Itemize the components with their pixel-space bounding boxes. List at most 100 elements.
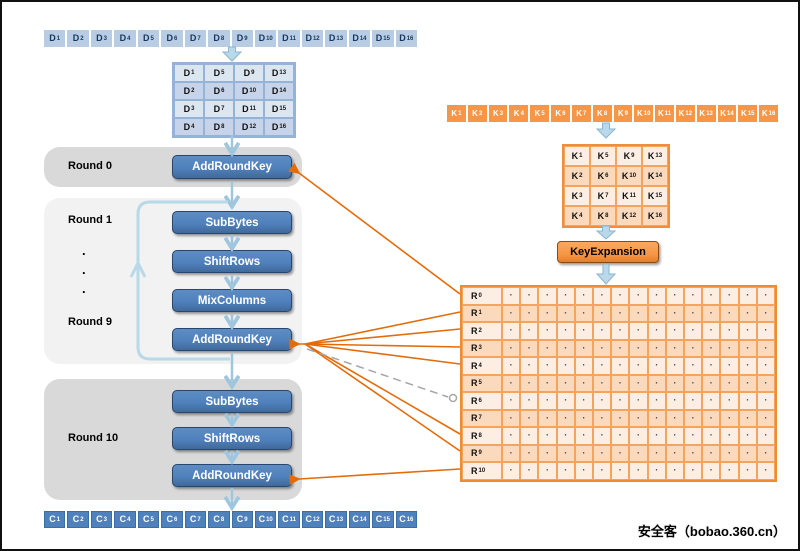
round-key-byte-cell: · bbox=[665, 287, 684, 305]
round-key-byte-cell: · bbox=[520, 392, 539, 410]
round-key-byte-cell: · bbox=[738, 304, 757, 322]
round-key-byte-cell: · bbox=[593, 374, 612, 392]
round-key-byte-cell: · bbox=[538, 392, 557, 410]
round0-box: Round 0 AddRoundKey bbox=[44, 147, 302, 187]
round-key-byte-cell: · bbox=[665, 322, 684, 340]
round0-label: Round 0 bbox=[68, 160, 112, 172]
round-key-byte-cell: · bbox=[574, 444, 593, 462]
round-key-byte-cell: · bbox=[702, 357, 721, 375]
round-key-byte-cell: · bbox=[520, 444, 539, 462]
round-key-byte-cell: · bbox=[629, 444, 648, 462]
round-key-byte-cell: · bbox=[520, 374, 539, 392]
round9-label: Round 9 bbox=[68, 316, 112, 328]
round-key-byte-cell: · bbox=[629, 374, 648, 392]
round-key-byte-cell: · bbox=[647, 409, 666, 427]
round-key-byte-cell: · bbox=[756, 444, 775, 462]
round-ellipsis: ... bbox=[82, 244, 86, 295]
round-key-byte-cell: · bbox=[574, 287, 593, 305]
round-key-byte-cell: · bbox=[756, 339, 775, 357]
key-expansion-box: KeyExpansion bbox=[557, 241, 659, 263]
round-key-byte-cell: · bbox=[665, 462, 684, 480]
round-key-byte-cell: · bbox=[756, 287, 775, 305]
round-key-byte-cell: · bbox=[502, 444, 521, 462]
round-key-byte-cell: · bbox=[538, 444, 557, 462]
round-key-byte-cell: · bbox=[574, 357, 593, 375]
round-key-byte-cell: · bbox=[684, 444, 703, 462]
round-key-byte-cell: · bbox=[502, 392, 521, 410]
round-key-byte-cell: · bbox=[502, 322, 521, 340]
round-key-byte-cell: · bbox=[538, 339, 557, 357]
round-key-byte-cell: · bbox=[629, 304, 648, 322]
round-key-byte-cell: · bbox=[665, 409, 684, 427]
round-key-byte-cell: · bbox=[720, 392, 739, 410]
round-key-byte-cell: · bbox=[502, 427, 521, 445]
round-key-byte-cell: · bbox=[720, 322, 739, 340]
round-key-byte-cell: · bbox=[556, 339, 575, 357]
round-key-byte-cell: · bbox=[629, 322, 648, 340]
op-box-shiftrows: ShiftRows bbox=[172, 250, 292, 273]
op-box-addroundkey: AddRoundKey bbox=[172, 464, 292, 487]
round-key-byte-cell: · bbox=[629, 462, 648, 480]
round-key-byte-cell: · bbox=[665, 427, 684, 445]
round-key-byte-cell: · bbox=[720, 304, 739, 322]
round-key-byte-cell: · bbox=[647, 427, 666, 445]
round-key-byte-cell: · bbox=[647, 374, 666, 392]
round-key-byte-cell: · bbox=[629, 409, 648, 427]
round-key-byte-cell: · bbox=[556, 287, 575, 305]
round-key-byte-cell: · bbox=[593, 357, 612, 375]
round-key-byte-cell: · bbox=[647, 462, 666, 480]
round-key-byte-cell: · bbox=[665, 444, 684, 462]
round-key-byte-cell: · bbox=[593, 462, 612, 480]
round-key-byte-cell: · bbox=[538, 287, 557, 305]
round-key-byte-cell: · bbox=[684, 304, 703, 322]
round-key-byte-cell: · bbox=[502, 287, 521, 305]
round-key-byte-cell: · bbox=[702, 339, 721, 357]
round-key-byte-cell: · bbox=[738, 339, 757, 357]
round-key-byte-cell: · bbox=[520, 427, 539, 445]
round-key-byte-cell: · bbox=[738, 409, 757, 427]
round-key-byte-cell: · bbox=[593, 287, 612, 305]
round-key-byte-cell: · bbox=[756, 409, 775, 427]
round-key-byte-cell: · bbox=[611, 462, 630, 480]
round-key-byte-cell: · bbox=[756, 462, 775, 480]
round-key-byte-cell: · bbox=[738, 357, 757, 375]
round-key-byte-cell: · bbox=[702, 374, 721, 392]
round-key-byte-cell: · bbox=[647, 357, 666, 375]
